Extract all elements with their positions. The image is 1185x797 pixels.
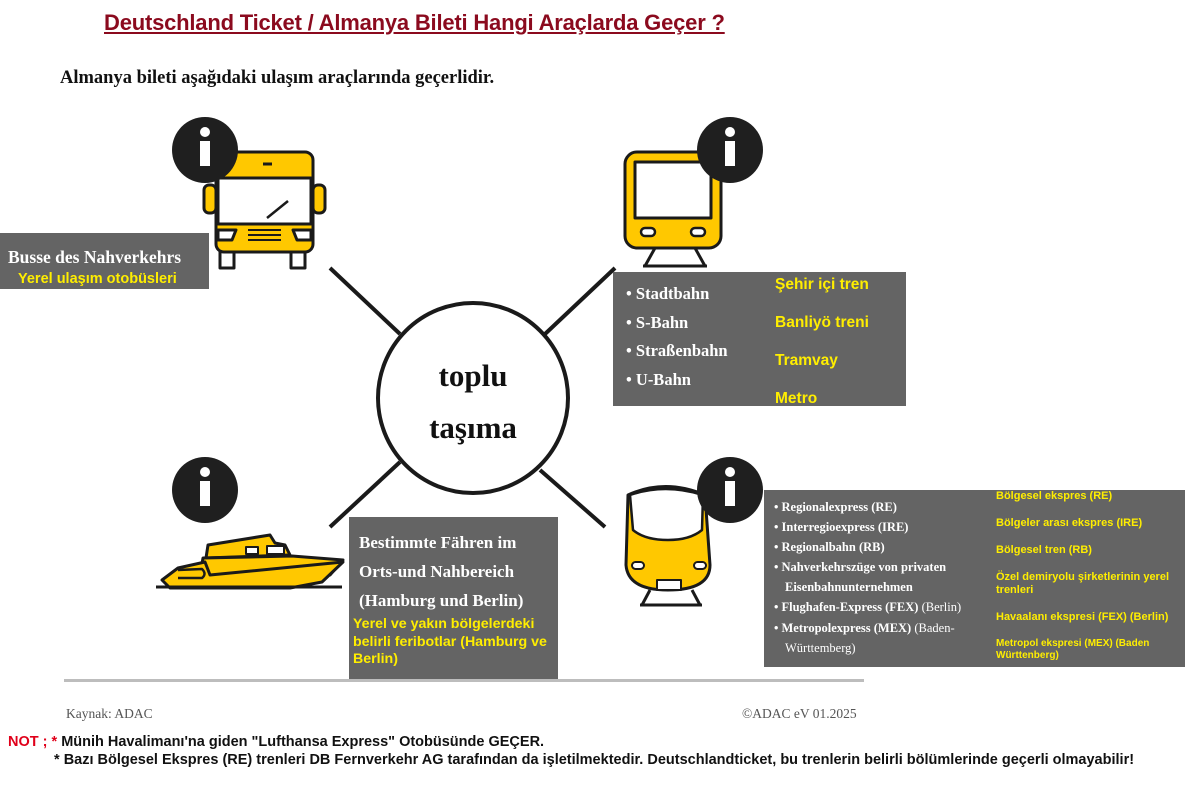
tram-icon bbox=[623, 150, 723, 268]
bus-label-tr: Yerel ulaşım otobüsleri bbox=[18, 271, 177, 287]
copyright-label: ©ADAC eV 01.2025 bbox=[742, 706, 857, 721]
center-circle bbox=[376, 301, 570, 495]
ferry-icon bbox=[156, 533, 345, 590]
rail-item-tr: Bölgeler arası ekspres (IRE) bbox=[996, 517, 1143, 529]
tram-item-tr: Banliyö treni bbox=[775, 314, 869, 331]
rail-item-tr: Bölgesel ekspres (RE) bbox=[996, 490, 1113, 502]
rail-item-tr: Metropol ekspresi (MEX) (Baden bbox=[996, 638, 1150, 649]
tram-item-de: • Stadtbahn bbox=[626, 284, 710, 303]
regional-train-icon bbox=[624, 485, 712, 607]
ferry-info-box: Bestimmte Fähren im Orts-und Nahbereich … bbox=[349, 517, 558, 679]
center-label-line2: taşıma bbox=[429, 410, 517, 445]
note-label: NOT ; bbox=[8, 734, 48, 750]
rail-item-de: • Interregioexpress (IRE) bbox=[774, 520, 909, 534]
rail-item-tr: Özel demiryolu şirketlerinin yerel bbox=[996, 571, 1170, 583]
tram-item-tr: Tramvay bbox=[775, 352, 838, 369]
rail-item-tr: Württenberg) bbox=[996, 650, 1059, 661]
bus-info-box: Busse des Nahverkehrs Yerel ulaşım otobü… bbox=[0, 233, 209, 289]
info-icon-ferry bbox=[172, 457, 238, 523]
ferry-label-tr: Yerel ve yakın bölgelerdeki belirli feri… bbox=[353, 616, 547, 667]
info-icon-bus bbox=[172, 117, 238, 183]
connector-ferry bbox=[328, 460, 402, 529]
note-1: NOT ; * Münih Havalimanı'na giden "Lufth… bbox=[8, 734, 544, 750]
note-2: * Bazı Bölgesel Ekspres (RE) trenleri DB… bbox=[54, 752, 1134, 768]
note-bullet: * bbox=[54, 752, 60, 768]
info-icon-tram bbox=[697, 117, 763, 183]
connector-bus bbox=[328, 266, 402, 336]
bus-icon bbox=[202, 150, 327, 270]
note-1-text: Münih Havalimanı'na giden "Lufthansa Exp… bbox=[61, 734, 545, 750]
note-2-text: Bazı Bölgesel Ekspres (RE) trenleri DB F… bbox=[63, 752, 1135, 768]
center-label: toplu taşıma bbox=[380, 350, 566, 454]
note-bullet: * bbox=[51, 734, 58, 750]
rail-item-de: Württemberg) bbox=[785, 641, 856, 655]
tram-item-de: • U-Bahn bbox=[626, 370, 691, 389]
tram-item-de: • S-Bahn bbox=[626, 313, 689, 332]
tram-item-tr: Metro bbox=[775, 390, 818, 407]
divider bbox=[64, 679, 864, 682]
ferry-line-de: (Hamburg und Berlin) bbox=[359, 591, 524, 610]
tram-info-box: • Stadtbahn • S-Bahn • Straßenbahn • U-B… bbox=[613, 272, 906, 407]
ferry-line-de: Orts-und Nahbereich bbox=[359, 562, 515, 581]
rail-item-tr: Bölgesel tren (RB) bbox=[996, 544, 1092, 556]
rail-item-de: • Metropolexpress (MEX) (Baden- bbox=[774, 621, 955, 635]
rail-item-de: • Flughafen-Express (FEX) (Berlin) bbox=[774, 600, 962, 614]
rail-item-tr: trenleri bbox=[996, 584, 1034, 596]
ferry-line-de: Bestimmte Fähren im bbox=[359, 533, 517, 552]
center-label-line1: toplu bbox=[438, 358, 508, 393]
tram-item-tr: Şehir içi tren bbox=[775, 276, 869, 293]
rail-item-de: • Nahverkehrszüge von privaten bbox=[774, 560, 947, 574]
rail-item-de: Eisenbahnunternehmen bbox=[785, 580, 913, 594]
rail-item-de: • Regionalbahn (RB) bbox=[774, 540, 885, 554]
page-title: Deutschland Ticket / Almanya Bileti Hang… bbox=[104, 10, 725, 35]
source-label: Kaynak: ADAC bbox=[66, 706, 153, 721]
rail-item-de: • Regionalexpress (RE) bbox=[774, 500, 897, 514]
tram-item-de: • Straßenbahn bbox=[626, 341, 728, 360]
bus-label-de: Busse des Nahverkehrs bbox=[8, 247, 182, 267]
rail-item-tr: Havaalanı ekspresi (FEX) (Berlin) bbox=[996, 611, 1169, 623]
page-subtitle: Almanya bileti aşağıdaki ulaşım araçları… bbox=[60, 68, 495, 88]
regional-train-info-box: • Regionalexpress (RE) • Interregioexpre… bbox=[764, 490, 1185, 667]
connector-regional-train bbox=[538, 468, 607, 529]
info-icon-regional-train bbox=[697, 457, 763, 523]
connector-tram bbox=[543, 266, 617, 336]
